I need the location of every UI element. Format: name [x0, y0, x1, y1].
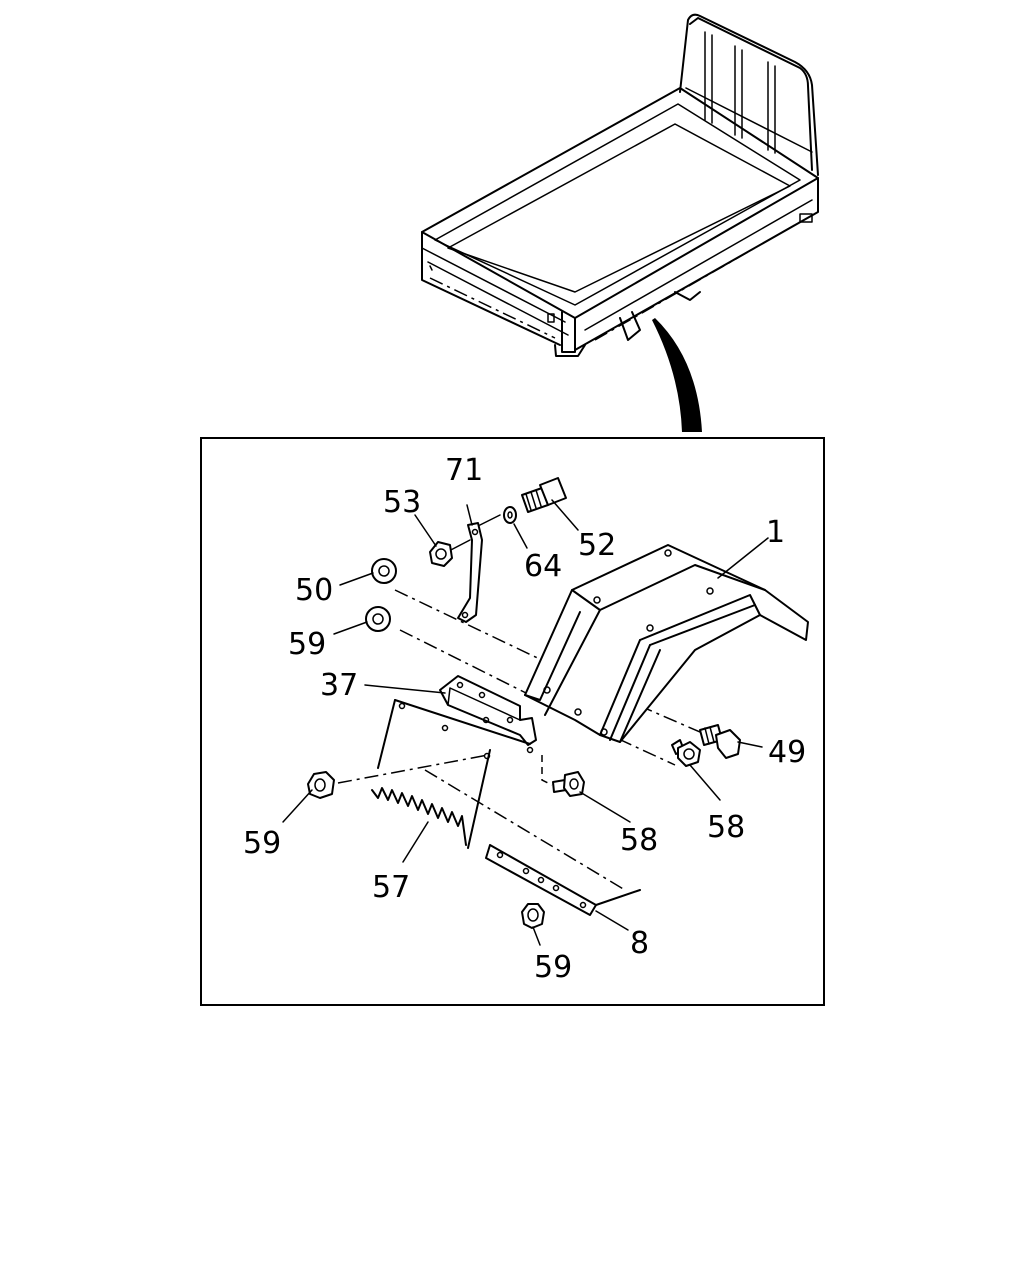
stay-part [457, 522, 483, 623]
fender-part [524, 544, 809, 743]
rubber-flap-57 [371, 787, 467, 846]
callout-37: 37 [320, 668, 358, 703]
strip-8 [485, 844, 641, 916]
bracket-37 [439, 675, 537, 746]
nut-59-left [307, 771, 335, 799]
washer-64 [503, 506, 517, 524]
callout-59-lower: 59 [534, 950, 572, 985]
callout-58-center: 58 [620, 823, 658, 858]
callout-58-right: 58 [707, 810, 745, 845]
callout-53: 53 [383, 485, 421, 520]
nut-59-lower [521, 903, 545, 929]
callout-labels: 71 53 52 64 1 50 59 37 49 59 58 58 57 8 … [243, 453, 806, 985]
nut-59-upper [365, 606, 391, 632]
callout-8: 8 [630, 926, 649, 961]
callout-49: 49 [768, 735, 806, 770]
detail-frame [200, 437, 825, 1006]
nut-50 [371, 558, 397, 584]
callout-50: 50 [295, 573, 333, 608]
truck-bed-illustration [421, 13, 819, 357]
pointer-arrow [652, 318, 702, 432]
callout-59-upper: 59 [288, 627, 326, 662]
bolt-58-right [671, 739, 701, 767]
bolt-52 [521, 477, 567, 513]
mudflap-plate [377, 699, 534, 849]
nut-53 [429, 541, 453, 567]
callout-71: 71 [445, 453, 483, 488]
callout-64: 64 [524, 549, 562, 584]
bolt-49 [699, 724, 741, 759]
callout-59-left: 59 [243, 826, 281, 861]
leader-lines [282, 499, 769, 946]
callout-57: 57 [372, 870, 410, 905]
callout-52: 52 [578, 528, 616, 563]
bolt-58-center [552, 771, 585, 797]
callout-1: 1 [766, 515, 785, 550]
